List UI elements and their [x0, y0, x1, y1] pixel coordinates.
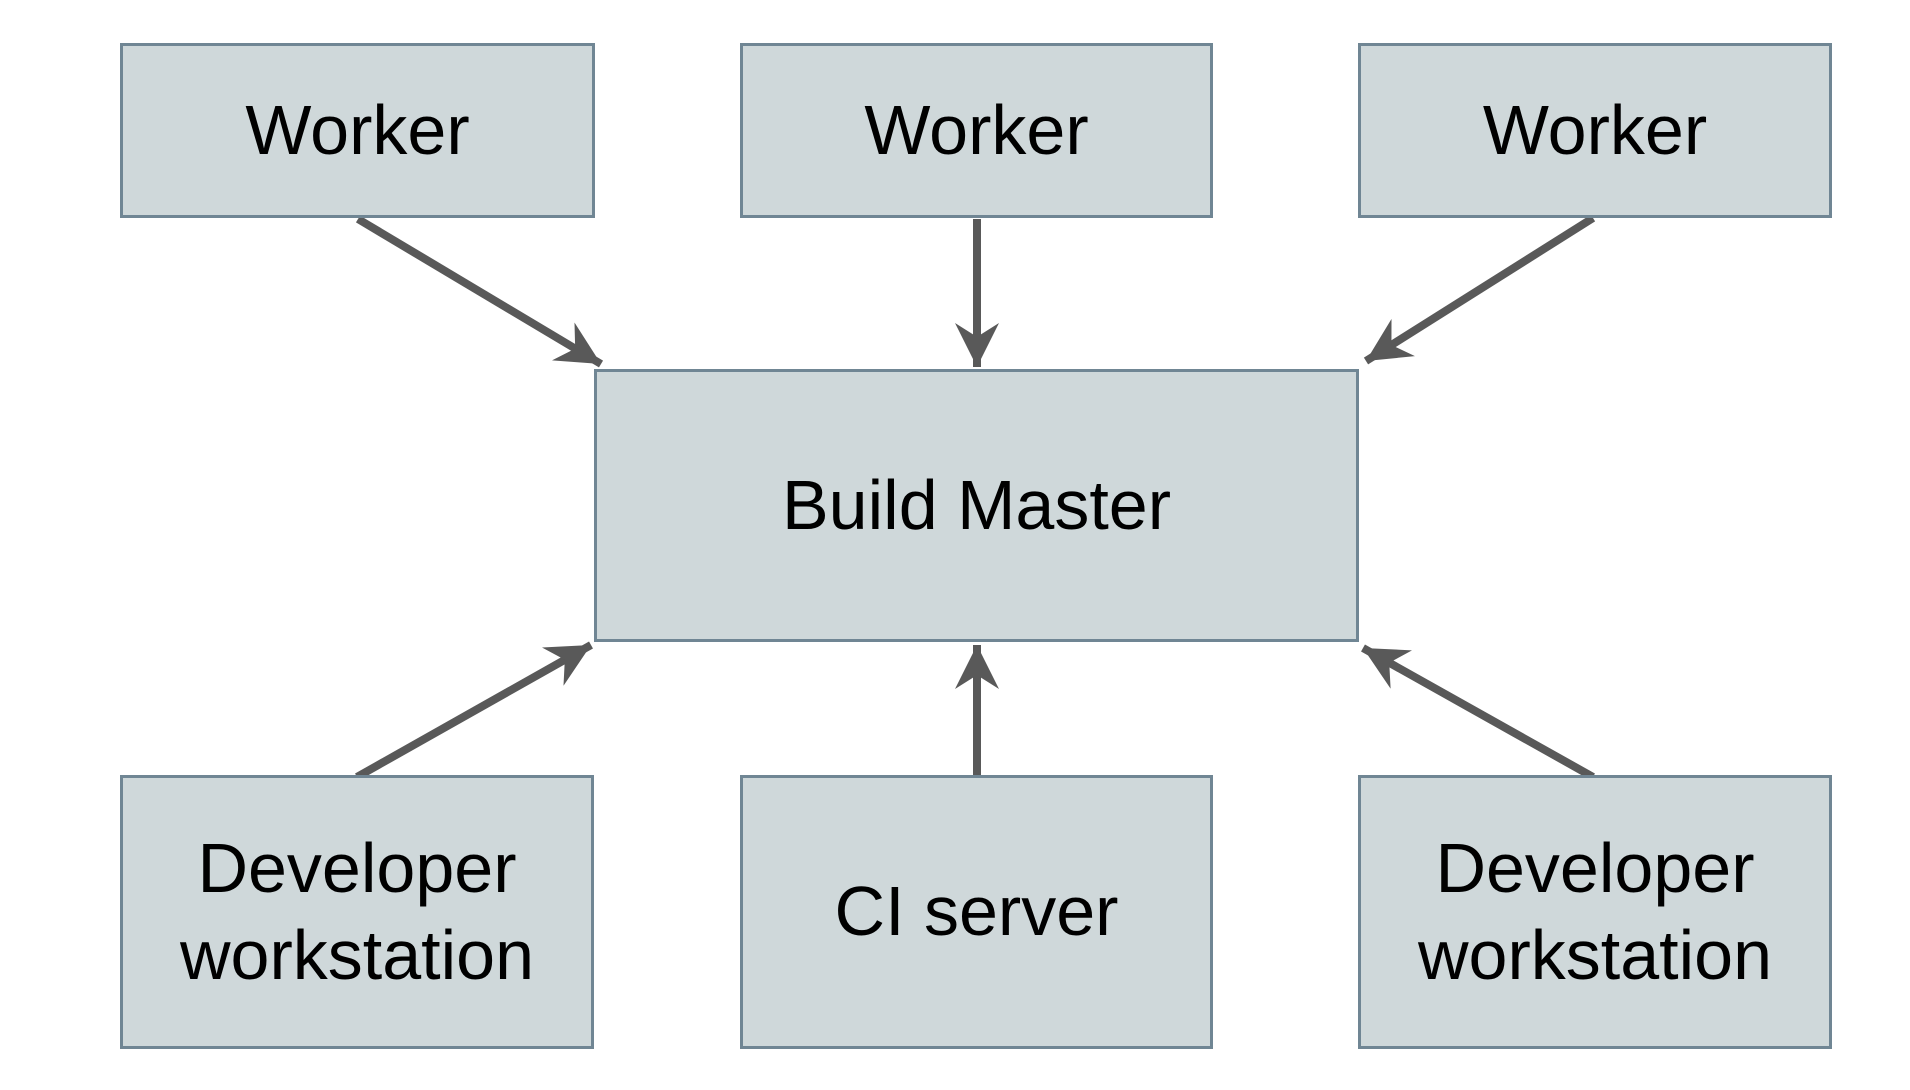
node-worker-1-label: Worker — [245, 90, 470, 169]
node-build-master: Build Master — [594, 369, 1359, 642]
arrow-worker3-to-buildmaster — [1363, 214, 1596, 365]
node-worker-2: Worker — [740, 43, 1213, 218]
node-developer-workstation-1-label: Developer workstation — [179, 828, 535, 995]
arrow-dev1-to-buildmaster — [355, 641, 593, 781]
node-ci-server: CI server — [740, 775, 1213, 1049]
node-worker-1: Worker — [120, 43, 595, 218]
node-ci-server-label: CI server — [834, 872, 1119, 951]
node-developer-workstation-1: Developer workstation — [120, 775, 594, 1049]
node-worker-3: Worker — [1358, 43, 1832, 218]
arrow-dev2-to-buildmaster — [1361, 644, 1595, 781]
arrow-worker1-to-buildmaster — [355, 215, 604, 368]
node-build-master-label: Build Master — [781, 465, 1172, 544]
node-worker-3-label: Worker — [1482, 90, 1708, 169]
node-developer-workstation-2: Developer workstation — [1358, 775, 1832, 1049]
node-developer-workstation-2-label: Developer workstation — [1417, 828, 1773, 995]
node-worker-2-label: Worker — [864, 90, 1089, 169]
